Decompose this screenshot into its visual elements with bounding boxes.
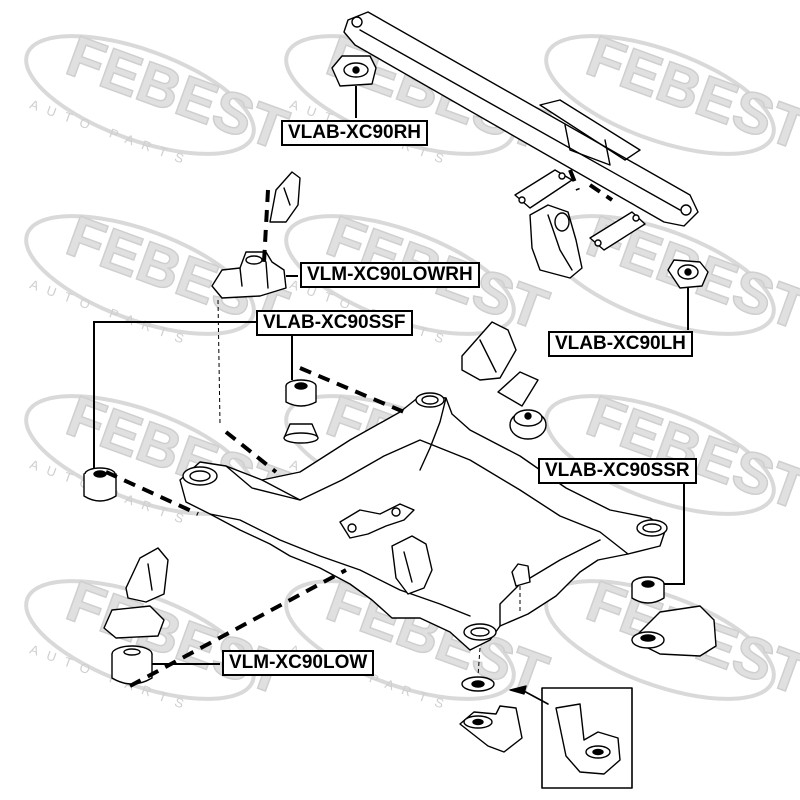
vlab-xc90rh-mount <box>331 55 377 87</box>
watermark-brand: FEBEST <box>579 383 800 522</box>
low-mount-bracket-left <box>125 547 169 603</box>
watermark-brand: FEBEST <box>59 568 296 707</box>
guide-line <box>129 568 347 688</box>
front-subframe <box>179 392 668 651</box>
label-vlab-xc90ssr: VLAB-XC90SSR <box>538 458 697 484</box>
bottom-washer-upper <box>461 676 495 692</box>
thin-guide-line <box>477 647 481 677</box>
engine-bracket-center <box>529 204 583 279</box>
steering-bracket <box>339 503 415 539</box>
guide-line <box>224 430 278 474</box>
vlm-xc90lowrh-mount <box>211 251 287 299</box>
label-vlm-xc90low: VLM-XC90LOW <box>222 650 375 676</box>
leader-vlab-xc90ssf-left <box>93 321 256 468</box>
thin-guide-lines <box>217 299 521 677</box>
leader-lines <box>93 86 689 665</box>
low-mount-plate-left <box>103 605 165 639</box>
ssr-washer-plate <box>631 605 717 657</box>
guide-line <box>105 470 199 516</box>
guide-line <box>588 183 614 202</box>
watermark-logo: FEBEST AUTO PARTS <box>24 23 297 169</box>
vlm-xc90low-mount <box>111 645 153 685</box>
center-bracket <box>391 535 433 595</box>
label-vlab-xc90lh: VLAB-XC90LH <box>548 331 693 357</box>
detail-inset <box>541 687 633 789</box>
engine-mount-round <box>509 409 547 440</box>
engine-mount-bracket-right <box>461 321 539 407</box>
bracket-link-left <box>514 169 573 209</box>
watermark-brand: FEBEST <box>59 23 296 162</box>
label-vlab-xc90ssf: VLAB-XC90SSF <box>256 310 413 336</box>
inset-arrow <box>509 685 549 705</box>
vlab-xc90lh-mount <box>667 259 709 289</box>
small-stud-mount <box>511 563 531 587</box>
vlab-xc90ssf-bushing-left <box>83 467 117 502</box>
guide-line <box>262 189 270 263</box>
bracket-link-right <box>589 211 646 251</box>
leader-vlab-xc90ssr <box>664 482 685 585</box>
label-vlm-xc90lowrh: VLM-XC90LOWRH <box>300 262 480 288</box>
bottom-bracket-mount <box>459 705 523 753</box>
label-vlab-xc90rh: VLAB-XC90RH <box>281 120 429 146</box>
rh-lower-bracket <box>269 171 301 223</box>
watermark-brand: FEBEST <box>579 23 800 162</box>
guide-lines <box>105 169 614 688</box>
upper-cross-member <box>343 11 699 227</box>
ssf-bushing-washer <box>283 423 319 444</box>
guide-line <box>568 169 580 191</box>
vlab-xc90ssr-bushing <box>631 576 665 604</box>
vlab-xc90ssf-bushing <box>285 379 317 407</box>
